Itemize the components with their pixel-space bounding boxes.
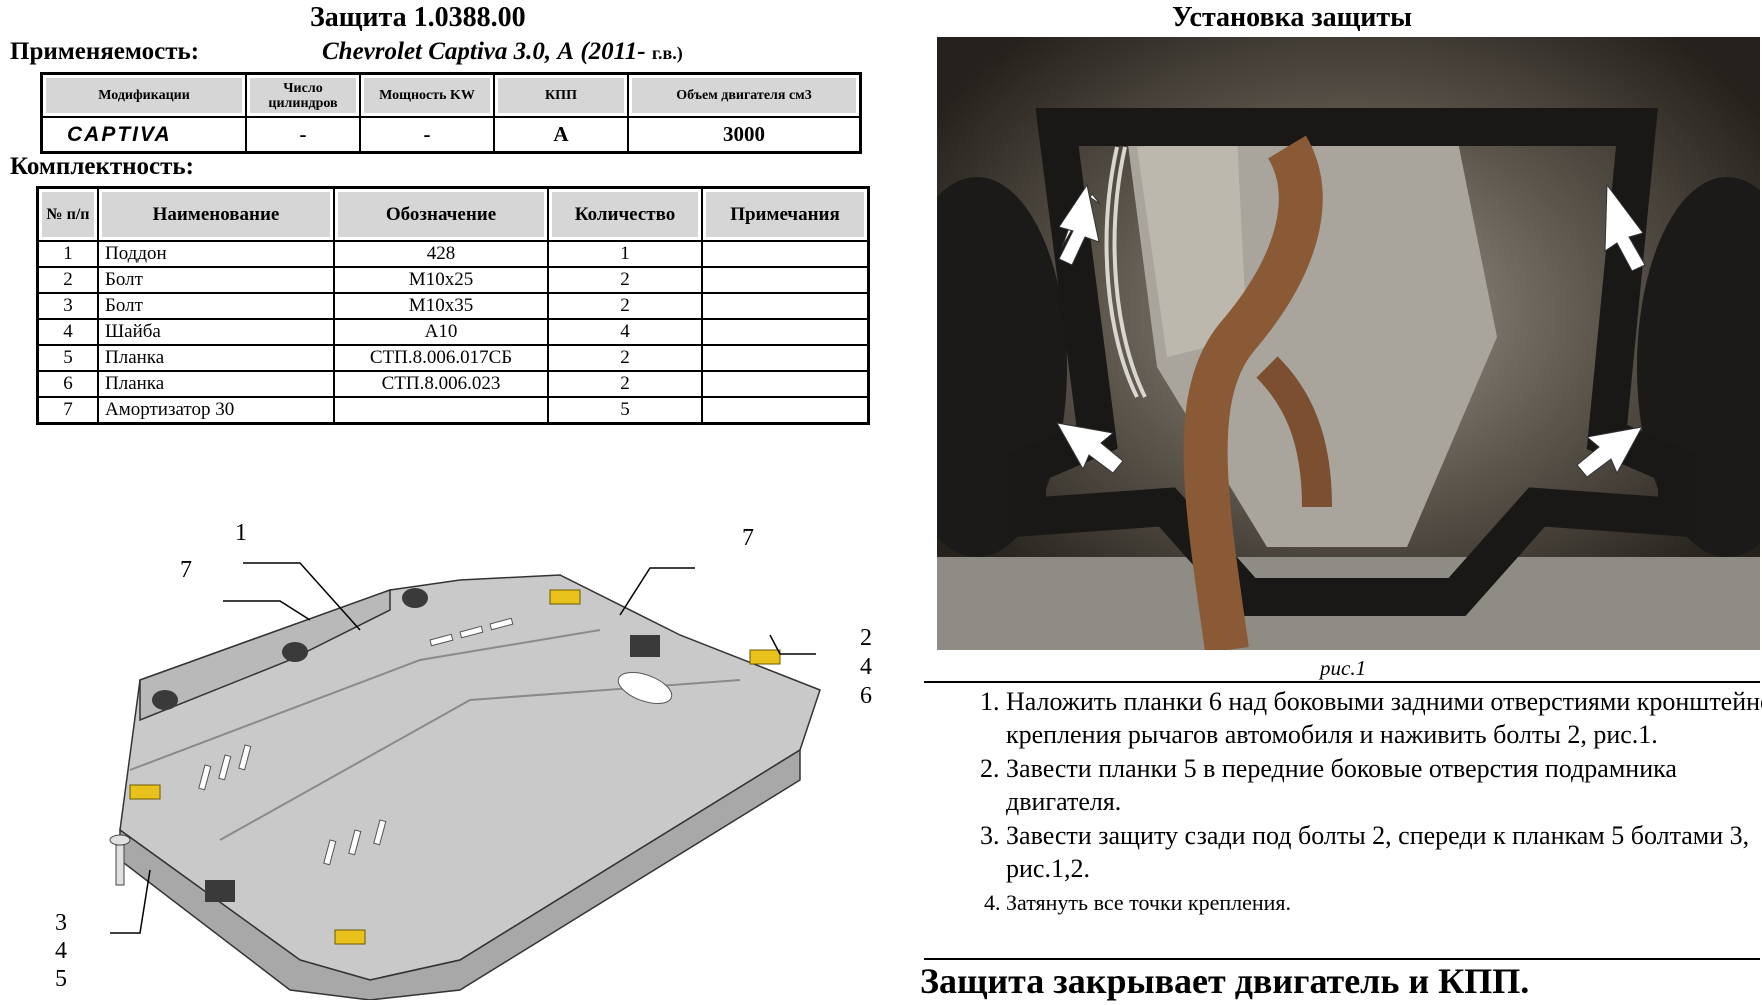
kit-cell-n: 7 [36,396,99,425]
kit-cell-n: 2 [36,266,99,294]
kit-cell-code: А10 [333,318,549,346]
year-suffix: г.в.) [651,43,683,63]
kit-cell-qty: 4 [547,318,703,346]
spec-cell: - [359,116,495,154]
installation-title: Установка защиты [1172,2,1412,33]
kit-header: Количество [547,186,703,242]
kit-header: Наименование [97,186,335,242]
installation-photo [937,37,1760,650]
skid-plate-illustration [109,562,821,1001]
kit-header: Обозначение [333,186,549,242]
photo-caption: рис.1 [1320,656,1367,680]
kit-cell-qty: 2 [547,266,703,294]
kit-cell-code: СТП.8.006.023 [333,370,549,398]
kit-cell-code: М10х25 [333,266,549,294]
kit-cell-qty: 2 [547,292,703,320]
kit-cell-code: СТП.8.006.017СБ [333,344,549,372]
closing-statement: Защита закрывает двигатель и КПП. [920,961,1530,1001]
kit-cell-n: 3 [36,292,99,320]
callout-4-left: 4 [55,938,67,964]
step-item: Наложить планки 6 над боковыми задними о… [1006,685,1762,751]
kit-label: Комплектность: [10,153,194,180]
callout-1: 1 [235,520,247,546]
kit-cell-note [701,396,870,425]
applicability-vehicle: Chevrolet Captiva 3.0, А (2011- г.в.) [322,38,683,66]
kit-cell-note [701,318,870,346]
car-underbody-photo [937,37,1760,650]
callout-6: 6 [860,683,872,709]
protection-drawing: 1 7 7 2 4 6 3 4 5 [40,520,900,1001]
vehicle-text: Chevrolet Captiva 3.0, А (2011- [322,38,646,65]
callout-7-left: 7 [180,557,192,583]
kit-cell-name: Планка [97,370,335,398]
kit-header: Примечания [701,186,870,242]
kit-cell-note [701,266,870,294]
kit-cell-n: 5 [36,344,99,372]
kit-cell-note [701,240,870,268]
kit-cell-name: Болт [97,292,335,320]
spec-cell: 3000 [627,116,862,154]
kit-cell-n: 4 [36,318,99,346]
spec-cell: А [493,116,629,154]
kit-cell-name: Поддон [97,240,335,268]
callout-5: 5 [55,966,67,992]
step-item: Завести планки 5 в передние боковые отве… [1006,752,1762,818]
step-item: Завести защиту сзади под болты 2, сперед… [1006,819,1762,885]
divider-bottom [924,958,1760,960]
kit-cell-qty: 2 [547,370,703,398]
divider-top [924,681,1760,683]
kit-cell-name: Планка [97,344,335,372]
spec-cell: - [245,116,361,154]
kit-cell-note [701,292,870,320]
applicability-label: Применяемость: [10,38,200,65]
kit-cell-code [333,396,549,425]
spec-row: CAPTIVA - - А 3000 [40,116,862,154]
kit-cell-qty: 2 [547,344,703,372]
kit-cell-name: Шайба [97,318,335,346]
installation-steps: Наложить планки 6 над боковыми задними о… [966,685,1762,920]
callout-4-right: 4 [860,654,872,680]
kit-cell-note [701,370,870,398]
kit-cell-qty: 1 [547,240,703,268]
kit-header: № п/п [36,186,99,242]
spec-header: КПП [493,72,629,118]
kit-cell-qty: 5 [547,396,703,425]
spec-header: Объем двигателя см3 [627,72,862,118]
spec-header: Мощность KW [359,72,495,118]
kit-cell-n: 6 [36,370,99,398]
kit-cell-note [701,344,870,372]
arrow-markers [1056,183,1646,478]
kit-cell-name: Болт [97,266,335,294]
kit-cell-code: М10х35 [333,292,549,320]
kit-cell-code: 428 [333,240,549,268]
step-item: Затянуть все точки крепления. [1006,886,1762,919]
kit-table: № п/п Наименование Обозначение Количеств… [36,186,870,425]
kit-cell-name: Амортизатор 30 [97,396,335,425]
product-title: Защита 1.0388.00 [310,2,526,33]
callout-3: 3 [55,910,67,936]
spec-table: Модификации Число цилиндров Мощность KW … [40,72,862,154]
callout-2: 2 [860,625,872,651]
callout-7-right: 7 [742,525,754,551]
kit-cell-n: 1 [36,240,99,268]
spec-header: Число цилиндров [245,72,361,118]
spec-header: Модификации [40,72,247,118]
spec-cell-model: CAPTIVA [40,116,247,154]
